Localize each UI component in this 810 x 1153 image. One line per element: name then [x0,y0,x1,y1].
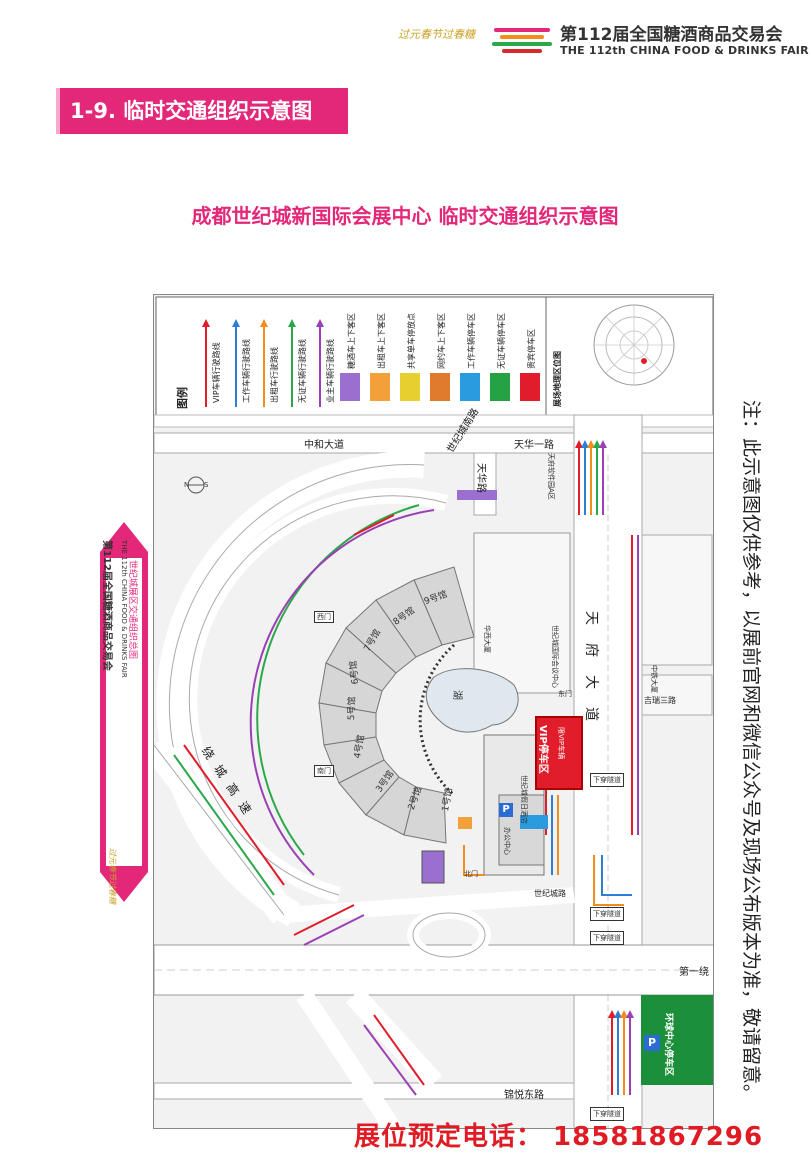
hall-6-label: 6号馆 [348,660,361,685]
legend-area-bike: 共享单车停放点 [407,313,416,369]
legend-owner-route: 业主车辆行驶路线 [326,339,335,403]
fair-title: 第112届全国糖酒商品交易会 [560,25,783,45]
road-shijicheng: 世纪城路 [534,889,566,898]
road-tianhua: 天华路 [475,463,486,493]
location-map-title: 展场地理区位图 [553,351,562,407]
legend-area-sugar: 糖酒车上下客区 [347,313,356,369]
disclaimer-note: 注：此示意图仅供参考，以展前官网和微信公众号及现场公布版本为准，敬请留意。 [736,400,776,1103]
legend-area-taxi: 出租车上下客区 [377,313,386,369]
vip-parking-sub: 限VIP车辆 [557,727,565,760]
road-tianfu: 天府大道 [583,611,599,739]
green-parking-label: 环球中心停车区 [663,1013,673,1077]
side-ribbon [100,522,148,902]
legend-area-ride: 网约车上下客区 [437,313,446,369]
road-jiuxing-east: 锦悦东路 [504,1090,544,1101]
fair-subtitle: THE 112th CHINA FOOD & DRINKS FAIR [560,44,809,57]
label-hotel: 世纪城假日酒店 [520,775,528,824]
booking-phone: 展位预定电话： 18581867296 [354,1122,764,1152]
fair-logo-icon [492,28,552,53]
gate-south: 南门 [314,765,334,777]
label-lake: 湖 [451,690,462,710]
gate-north: 北门 [464,870,478,878]
road-tianhua-1: 天华一路 [514,440,554,451]
hall-5-label: 5号馆 [346,696,358,721]
legend-staff-route: 工作车辆行驶路线 [242,339,251,403]
label-huaxi: 华西大厦 [483,625,491,653]
ribbon-caption: 世纪城展区交通组织总图 [127,560,137,660]
traffic-map: 图例 VIP车辆行驶路线 工作车辆行驶路线 出租车行驶路线 无证车辆行驶路线 业… [153,294,714,1129]
road-zhonghe: 中和大道 [304,440,344,451]
gate-east: 东门 [558,690,572,698]
underpass-label-2: 下穿隧道 [590,907,624,921]
road-jiruilu: 吉瑞三路 [644,696,676,705]
legend-taxi-route: 出租车行驶路线 [270,347,279,403]
vip-parking-label: VIP停车区 [537,725,548,774]
gate-west: 西门 [314,611,334,623]
map-title: 成都世纪城新国际会展中心 临时交通组织示意图 [191,204,619,228]
disclaimer-text: 注：此示意图仅供参考，以展前官网和微信公众号及现场公布版本为准，敬请留意。 [740,400,762,1104]
legend-area-vip: 贵宾停车区 [527,329,536,369]
legend-unlicensed-route: 无证车辆行驶路线 [298,339,307,403]
road-huancheng-2: 第一绕 [679,967,709,978]
label-conf-center: 世纪城国际会议中心 [551,625,559,688]
compass-n: N [184,481,190,489]
slogan-calligraphy: 过元春节过春糖 [398,28,475,41]
parking-p-icon: P [647,1036,657,1049]
underpass-label-1: 下穿隧道 [590,773,624,787]
label-software-park-a: 天府软件园A区 [547,453,555,500]
label-zhongtie: 中铁大厦 [650,665,658,693]
legend-vip-route: VIP车辆行驶路线 [212,342,221,403]
ribbon-slogan: 过元春节过春糖 [108,848,117,904]
map-canvas [154,295,713,1128]
legend-title: 图例 [176,387,189,409]
underpass-label-4: 下穿隧道 [590,1107,624,1121]
section-label: 1-9. 临时交通组织示意图 [56,88,348,134]
label-office: 办公中心 [503,827,511,855]
compass-s: S [204,481,209,489]
ribbon-title: 第112届全国糖酒商品交易会 [101,540,112,671]
underpass-label-3: 下穿隧道 [590,931,624,945]
parking-p-icon-2: P [502,804,510,815]
legend-area-staff: 工作车辆停车区 [467,313,476,369]
exhibition-halls [318,566,475,844]
legend-area-unlicensed: 无证车辆停车区 [497,313,506,369]
